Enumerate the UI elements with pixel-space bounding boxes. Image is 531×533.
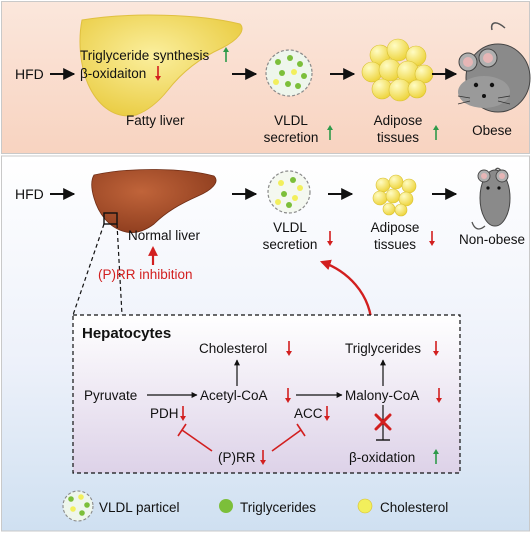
legend-vldl-label: VLDL particel [99, 500, 180, 515]
triglycerides-node: Triglycerides [345, 341, 421, 356]
top-vldl-label-1: VLDL [274, 113, 308, 128]
acetyl-coa-node: Acetyl-CoA [200, 388, 268, 403]
prr-inhibition-label: (P)RR inhibition [98, 267, 193, 282]
cholesterol-node: Cholesterol [199, 341, 267, 356]
hepatocytes-title: Hepatocytes [82, 325, 171, 342]
acc-node: ACC [294, 406, 323, 421]
non-obese-mouse-icon [471, 167, 511, 230]
legend-triglycerides-label: Triglycerides [240, 500, 316, 515]
zoom-guide-left [72, 223, 105, 316]
beta-oxidation-node: β-oxidation [349, 450, 415, 465]
bottom-hfd-label: HFD [15, 186, 44, 202]
top-adipose-icon [361, 38, 434, 102]
non-obese-label: Non-obese [459, 232, 525, 247]
top-vldl-particle-icon [265, 49, 313, 97]
fatty-liver-label: Fatty liver [126, 113, 185, 128]
legend-triglyceride-dot [219, 499, 233, 513]
prr-inhibits-pdh [177, 423, 213, 452]
legend-vldl-icon [62, 490, 94, 522]
top-hfd-label: HFD [15, 66, 44, 82]
legend-cholesterol-dot [357, 498, 373, 514]
prr-node: (P)RR [218, 450, 256, 465]
liver-beta-oxidation-text: β-oxidaiton [80, 66, 146, 81]
bottom-vldl-label-1: VLDL [273, 220, 307, 235]
blocked-x-icon [374, 413, 392, 431]
fatty-liver-icon [79, 14, 243, 117]
normal-liver-icon [91, 169, 217, 233]
legend-cholesterol-label: Cholesterol [380, 500, 448, 515]
obese-label: Obese [472, 123, 512, 138]
malony-coa-node: Malony-CoA [345, 388, 419, 403]
bottom-adipose-label-2: tissues [374, 237, 416, 252]
bottom-adipose-icon [372, 174, 417, 217]
bottom-adipose-label-1: Adipose [371, 220, 420, 235]
normal-liver-label: Normal liver [128, 228, 201, 243]
top-adipose-label-1: Adipose [374, 113, 423, 128]
bottom-vldl-label-2: secretion [263, 237, 318, 252]
obese-mouse-icon [457, 22, 531, 113]
liver-zoom-box [103, 212, 118, 225]
hepatocytes-box [72, 314, 461, 474]
top-vldl-label-2: secretion [264, 130, 319, 145]
bottom-vldl-particle-icon [267, 170, 311, 214]
pyruvate-node: Pyruvate [84, 388, 137, 403]
prr-inhibits-acc [271, 423, 306, 452]
top-adipose-label-2: tissues [377, 130, 419, 145]
liver-tg-synthesis-text: Triglyceride synthesis [80, 48, 210, 63]
pdh-node: PDH [150, 406, 179, 421]
zoom-guide-right [116, 223, 123, 316]
